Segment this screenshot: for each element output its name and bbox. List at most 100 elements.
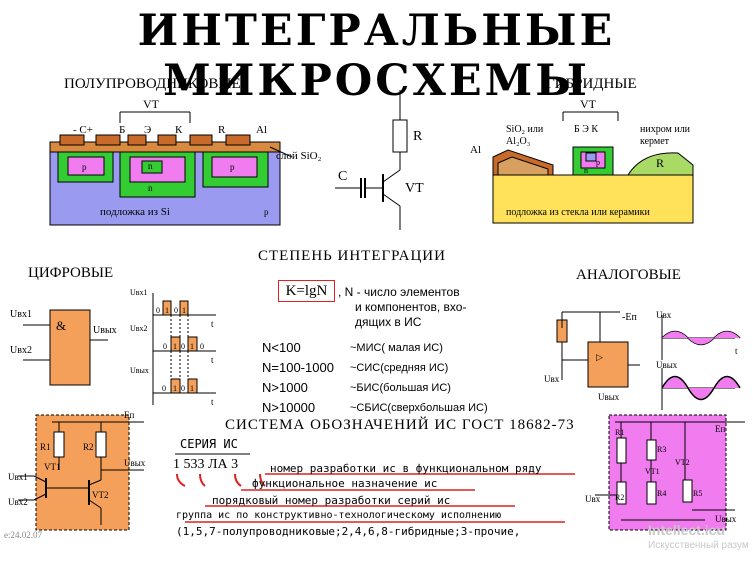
ttl-chip-body <box>35 414 130 531</box>
resistor-r <box>392 119 408 153</box>
analog-diagram: -Eп ▷ Uвх Uвых Uвх t Uвых <box>544 310 741 410</box>
hybrid-al-label: Al <box>470 144 481 156</box>
svg-text:n: n <box>584 166 588 175</box>
svg-text:p: p <box>82 162 87 172</box>
svg-text:Uвых: Uвых <box>598 392 620 402</box>
svg-text:1: 1 <box>173 342 177 351</box>
svg-text:t: t <box>211 319 214 329</box>
integration-heading: СТЕПЕНЬ ИНТЕГРАЦИИ <box>258 248 446 264</box>
semi-pin-c: - C+ <box>73 124 93 136</box>
integration-desc-1: , N - число элементов <box>338 285 460 299</box>
svg-text:0: 0 <box>181 384 185 393</box>
svg-text:0: 0 <box>181 342 185 351</box>
svg-text:1: 1 <box>190 384 194 393</box>
hybrid-al2o3-label: Al₂O₃ <box>506 136 530 147</box>
hybrid-nichrome-label: нихром или <box>640 124 691 135</box>
svg-text:VT1: VT1 <box>645 467 660 476</box>
hybrid-substrate <box>492 174 694 224</box>
digital-heading: ЦИФРОВЫЕ <box>28 265 114 281</box>
watermark-title: Intellect.icu <box>648 522 726 538</box>
svg-text:0: 0 <box>156 306 160 315</box>
integration-desc-3: дящих в ИС <box>355 315 422 329</box>
svg-text:p: p <box>230 162 235 172</box>
svg-text:R5: R5 <box>693 489 702 498</box>
svg-text:▷: ▷ <box>596 352 603 362</box>
svg-text:Uвых: Uвых <box>656 360 678 370</box>
integration-desc-2: и компонентов, вхо- <box>355 300 467 314</box>
semi-pin-r: R <box>218 124 226 136</box>
semi-pin-e: Э <box>144 124 151 136</box>
svg-text:Uвх: Uвх <box>544 374 560 384</box>
svg-text:Uвх2: Uвх2 <box>10 345 32 356</box>
semi-sio2-label: слой SiO₂ <box>276 150 322 162</box>
svg-text:p: p <box>264 207 269 217</box>
semi-vt-label: VT <box>143 97 160 111</box>
hybrid-pins-label: Б Э К <box>574 124 598 135</box>
corner-date: e:24.02.07 <box>4 530 42 540</box>
svg-text:Uвых: Uвых <box>93 325 117 336</box>
designation-line-5: (1,5,7-полупроводниковые;2,4,6,8-гибридн… <box>176 525 521 538</box>
hybrid-sio2-label: SiO₂ или <box>506 124 544 135</box>
designation-line-1: номер разработки ис в функциональном ряд… <box>270 462 542 475</box>
schematic-vt-label: VT <box>405 181 424 196</box>
semi-al-label: Al <box>256 124 267 136</box>
svg-text:R2: R2 <box>615 493 624 502</box>
schematic-c-label: C <box>338 169 347 184</box>
level-desc-1: ~МИС( малая ИС) <box>350 342 443 354</box>
svg-text:VT2: VT2 <box>675 458 690 467</box>
level-desc-2: ~СИС(средняя ИС) <box>350 362 449 374</box>
rc-transistor-schematic: R C VT <box>335 90 424 230</box>
page-title: ИНТЕГРАЛЬНЫЕ МИКРОСХЕМЫ <box>137 6 616 106</box>
svg-text:1: 1 <box>165 306 169 315</box>
gate-symbol: & <box>56 318 66 333</box>
svg-text:1: 1 <box>173 384 177 393</box>
semiconductor-cross-section: VT - C+ Б Э К R Al p n n p подложка из S… <box>49 97 322 226</box>
amp-r5 <box>682 479 693 503</box>
svg-text:R3: R3 <box>657 445 666 454</box>
ttl-r2 <box>95 431 107 458</box>
svg-text:R1: R1 <box>40 442 51 452</box>
svg-text:Eп: Eп <box>124 410 134 420</box>
and-gate <box>49 309 91 386</box>
hybrid-kermet-label: кермет <box>640 136 670 147</box>
designation-line-2: функциональное назначение ис <box>252 477 438 490</box>
semi-contact <box>189 134 213 146</box>
svg-text:Eп: Eп <box>715 424 725 434</box>
ic-code: 1 533 ЛА 3 <box>173 457 238 472</box>
ttl-circuit: Eп R1 R2 VT1 VT2 Uвых Uвх1 Uвх2 <box>8 410 146 531</box>
semi-contact <box>157 134 177 146</box>
integration-formula: K=lgN <box>278 280 335 302</box>
svg-text:Uвх1: Uвх1 <box>130 288 148 297</box>
semi-contact <box>95 134 121 146</box>
designation-line-4: группа ис по конструктивно-технологическ… <box>176 510 502 521</box>
level-n-1: N<100 <box>262 340 301 355</box>
semi-p-region <box>211 156 258 178</box>
semi-contact <box>225 134 251 146</box>
svg-text:n: n <box>148 183 153 193</box>
semi-pin-b: Б <box>119 124 125 136</box>
svg-text:Uвх2: Uвх2 <box>130 324 148 333</box>
svg-text:Uвх1: Uвх1 <box>10 309 32 320</box>
semi-p-region <box>67 156 105 176</box>
svg-text:0: 0 <box>200 342 204 351</box>
svg-text:Uвх: Uвх <box>585 494 601 504</box>
semi-n-region <box>141 160 163 174</box>
hybrid-substrate-label: подложка из стекла или керамики <box>506 207 651 218</box>
semi-contact <box>127 134 147 146</box>
svg-text:1: 1 <box>190 342 194 351</box>
analog-output-wave <box>661 375 741 401</box>
amp-circuit: Eп R1 R3 R2 R4 R5 VT1 VT2 Uвх Uвых <box>585 414 745 531</box>
svg-text:-Eп: -Eп <box>622 312 637 323</box>
level-desc-4: ~СБИС(сверхбольшая ИС) <box>350 402 488 414</box>
semi-substrate-label: подложка из Si <box>100 206 170 218</box>
hybrid-resistor-film <box>627 152 694 176</box>
level-n-3: N>1000 <box>262 380 308 395</box>
svg-text:n: n <box>148 161 153 171</box>
svg-text:Uвых: Uвых <box>130 366 149 375</box>
amp-r4 <box>646 481 657 505</box>
semi-pin-k: К <box>175 124 183 136</box>
series-label: СЕРИЯ ИС <box>180 437 238 451</box>
hybrid-cross-section: VT SiO₂ или Al₂O₃ Б Э К нихром или керме… <box>470 97 694 224</box>
amp-chip-body <box>608 414 727 531</box>
svg-text:t: t <box>211 397 214 407</box>
